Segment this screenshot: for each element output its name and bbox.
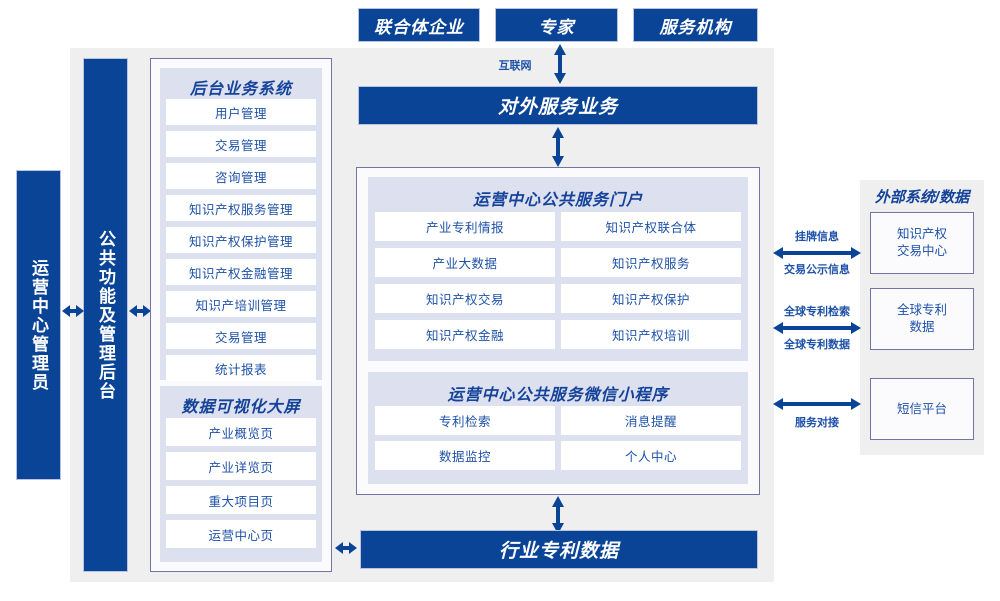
external-link-arrow-2 — [773, 398, 861, 410]
backend-item-label: 知识产权服务管理 — [188, 202, 293, 217]
portal-item[interactable]: 产业专利情报 — [375, 212, 555, 241]
miniprogram-item-label: 数据监控 — [438, 450, 491, 464]
top-actor-box-0[interactable]: 联合体企业 — [358, 8, 480, 42]
backend-item-label: 用户管理 — [214, 106, 267, 121]
edge-label-text: 挂牌信息 — [795, 231, 839, 243]
external-systems-title: 外部系统/数据 — [874, 189, 970, 206]
miniprogram-item[interactable]: 个人中心 — [561, 441, 741, 470]
public-portal-title: 运营中心公共服务门户 — [472, 192, 643, 209]
backend-system-title: 后台业务系统 — [189, 81, 292, 98]
miniprogram-item-label: 专利检索 — [438, 415, 491, 429]
backend-item-label: 知识产权金融管理 — [188, 266, 293, 281]
portal-item-label: 知识产权培训 — [611, 329, 690, 343]
dataviz-bottom-arrow — [335, 542, 357, 554]
portal-item-label: 知识产权金融 — [425, 329, 504, 343]
external-service-label: 对外服务业务 — [497, 97, 618, 118]
role-bar-operator[interactable]: 运营中心管理员 — [16, 170, 61, 480]
internet-label-text: 互联网 — [498, 60, 532, 72]
dataviz-title: 数据可视化大屏 — [181, 399, 301, 416]
external-item-line1: 知识产权 — [896, 227, 947, 242]
miniprogram-item[interactable]: 数据监控 — [375, 441, 555, 470]
external-item-line2: 数据 — [909, 320, 935, 334]
portal-item[interactable]: 知识产权保护 — [561, 284, 741, 313]
miniprogram-item-label: 消息提醒 — [624, 415, 677, 429]
miniprogram-item[interactable]: 消息提醒 — [561, 406, 741, 435]
backend-item-label: 知识产权保护管理 — [188, 234, 293, 249]
external-edge-label-below-0: 交易公示信息 — [767, 261, 867, 277]
dataviz-item-label: 重大项目页 — [208, 494, 274, 509]
external-system-item[interactable]: 短信平台 — [870, 378, 974, 440]
portal-item-label: 知识产权保护 — [611, 293, 690, 307]
portal-item[interactable]: 产业大数据 — [375, 248, 555, 277]
service-portal-arrow — [552, 127, 564, 167]
industry-patent-data-label: 行业专利数据 — [498, 541, 619, 562]
industry-patent-data-bar[interactable]: 行业专利数据 — [360, 530, 758, 569]
backend-item-label: 统计报表 — [214, 362, 267, 377]
internet-label: 互联网 — [482, 57, 548, 73]
role-bar-admin-backend[interactable]: 公共功能及管理后台 — [83, 58, 128, 572]
dataviz-item-label: 产业概览页 — [208, 426, 274, 441]
dataviz-item-label: 运营中心页 — [208, 528, 274, 543]
portal-item-label: 产业专利情报 — [425, 221, 504, 235]
portal-item[interactable]: 知识产权服务 — [561, 248, 741, 277]
dataviz-item[interactable]: 重大项目页 — [166, 486, 316, 514]
dataviz-item[interactable]: 产业详览页 — [166, 452, 316, 480]
portal-item[interactable]: 知识产权金融 — [375, 320, 555, 349]
operator-admin-arrow — [62, 305, 84, 317]
external-edge-label-above-1: 全球专利检索 — [767, 303, 867, 319]
top-actor-label: 联合体企业 — [374, 17, 464, 37]
external-edge-label-above-0: 挂牌信息 — [772, 228, 862, 244]
backend-item[interactable]: 用户管理 — [166, 99, 316, 125]
portal-item[interactable]: 知识产权培训 — [561, 320, 741, 349]
backend-item[interactable]: 知识产权保护管理 — [166, 227, 316, 253]
backend-item[interactable]: 咨询管理 — [166, 163, 316, 189]
backend-item-label: 交易管理 — [214, 330, 267, 345]
edge-label-text: 全球专利数据 — [784, 339, 850, 351]
external-edge-label-below-1: 全球专利数据 — [767, 336, 867, 352]
external-edge-label-below-2: 服务对接 — [772, 414, 862, 430]
top-actor-label: 专家 — [538, 17, 575, 37]
portal-item-label: 知识产权联合体 — [605, 221, 697, 235]
external-link-arrow-0 — [773, 247, 861, 259]
backend-item[interactable]: 交易管理 — [166, 131, 316, 157]
backend-item[interactable]: 知识产权金融管理 — [166, 259, 316, 285]
backend-item[interactable]: 知识产培训管理 — [166, 291, 316, 317]
role-bar-operator-label: 运营中心管理员 — [29, 258, 48, 392]
dataviz-item-label: 产业详览页 — [208, 460, 274, 475]
top-actor-label: 服务机构 — [659, 17, 732, 37]
dataviz-item[interactable]: 产业概览页 — [166, 418, 316, 446]
external-service-bar[interactable]: 对外服务业务 — [358, 86, 758, 125]
backend-item[interactable]: 统计报表 — [166, 355, 316, 381]
dataviz-item[interactable]: 运营中心页 — [166, 520, 316, 548]
top-actor-box-2[interactable]: 服务机构 — [633, 8, 758, 42]
backend-item-label: 交易管理 — [214, 138, 267, 153]
backend-item[interactable]: 知识产权服务管理 — [166, 195, 316, 221]
portal-item[interactable]: 知识产权交易 — [375, 284, 555, 313]
center-bottom-arrow — [552, 496, 564, 534]
miniprogram-item-label: 个人中心 — [624, 450, 677, 464]
external-link-arrow-1 — [773, 322, 861, 334]
top-actor-box-1[interactable]: 专家 — [495, 8, 618, 42]
external-item-line2: 交易中心 — [896, 244, 947, 258]
edge-label-text: 交易公示信息 — [784, 264, 850, 276]
external-item-line1: 短信平台 — [896, 401, 947, 416]
backend-item-label: 咨询管理 — [214, 170, 267, 185]
edge-label-text: 服务对接 — [795, 417, 839, 429]
edge-label-text: 全球专利检索 — [784, 306, 850, 318]
internet-arrow — [554, 44, 566, 84]
portal-item-label: 知识产权交易 — [425, 293, 504, 307]
role-bar-admin-label: 公共功能及管理后台 — [96, 229, 115, 401]
portal-item-label: 产业大数据 — [432, 257, 498, 271]
portal-item-label: 知识产权服务 — [611, 257, 690, 271]
external-item-line1: 全球专利 — [896, 303, 947, 318]
admin-backend-systems-arrow — [129, 305, 151, 317]
portal-item[interactable]: 知识产权联合体 — [561, 212, 741, 241]
external-system-item[interactable]: 全球专利 数据 — [870, 288, 974, 350]
backend-item-label: 知识产培训管理 — [195, 298, 287, 313]
external-system-item[interactable]: 知识产权 交易中心 — [870, 212, 974, 274]
miniprogram-title: 运营中心公共服务微信小程序 — [447, 387, 669, 404]
backend-item[interactable]: 交易管理 — [166, 323, 316, 349]
miniprogram-item[interactable]: 专利检索 — [375, 406, 555, 435]
